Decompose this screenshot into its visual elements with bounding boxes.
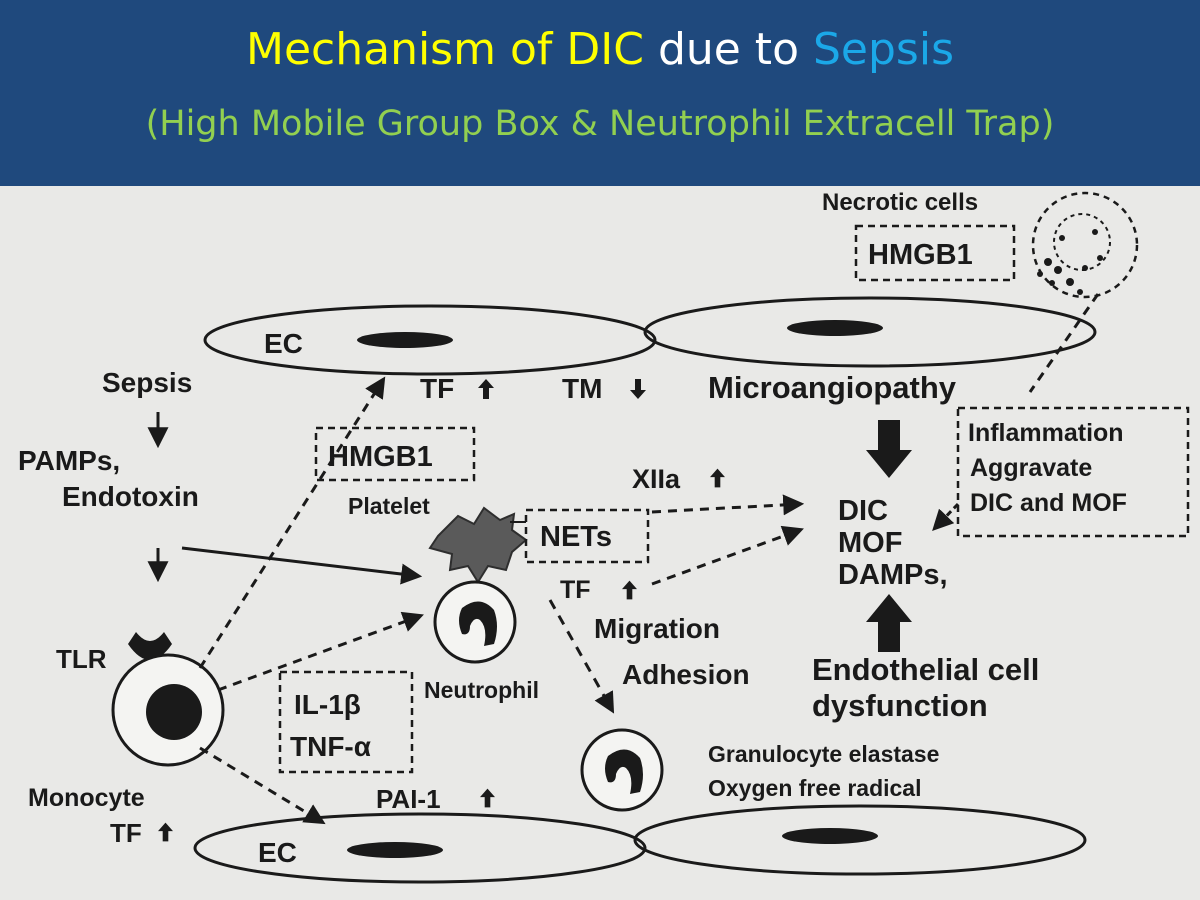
slide-title: Mechanism of DIC due to Sepsis: [0, 22, 1200, 78]
sepsis-label: Sepsis: [102, 367, 192, 398]
tnfa-label: TNF-α: [290, 731, 371, 762]
nets-box: [524, 508, 650, 564]
endothelial-cell-top-left: [203, 304, 657, 376]
adherent-neutrophil-cell: [580, 728, 664, 812]
monocyte-tf-label: TF: [110, 818, 142, 848]
mof-label: MOF: [838, 527, 902, 559]
up-arrow-icon: [622, 580, 637, 600]
migration-label: Migration: [594, 613, 720, 644]
up-arrow-icon: [710, 468, 725, 488]
tlr-label: TLR: [56, 644, 107, 674]
ec-nucleus-top-right: [787, 320, 883, 336]
xiia-label: XIIa: [632, 464, 681, 494]
cytokine-box: [278, 670, 414, 774]
dysfunction-label: dysfunction: [812, 688, 988, 723]
platelet-icon: [428, 506, 528, 584]
ec-label-top: EC: [264, 328, 303, 359]
up-arrow-icon: [158, 822, 173, 842]
endotoxin-label: Endotoxin: [62, 481, 199, 512]
hmgb1-label-top: HMGB1: [868, 239, 973, 271]
endothelial-cell-bottom-right: [633, 804, 1087, 876]
endotoxin-to-platelet-arrow: [181, 546, 423, 585]
up-arrow-icon: [478, 379, 494, 399]
necrotic-cells-label: Necrotic cells: [822, 189, 978, 216]
neutrophil-nucleus-icon: [605, 749, 643, 794]
title-banner: [0, 0, 1200, 186]
neutrophil-nucleus-icon: [459, 601, 497, 646]
diagram-canvas: EC EC Necrotic cells HMGB1 TF TM Microan…: [0, 186, 1200, 900]
adhesion-label: Adhesion: [622, 659, 750, 690]
hmgb1-label-platelet: HMGB1: [328, 441, 433, 473]
title-part-sepsis: Sepsis: [812, 24, 954, 75]
monocyte-to-ec-bottom-arrow: [199, 746, 326, 825]
endothelium-bottom: EC: [193, 804, 1087, 884]
damps-label: DAMPs,: [838, 559, 948, 591]
necrotic-cell-icon: [1031, 191, 1139, 299]
slide-subtitle: (High Mobile Group Box & Neutrophil Extr…: [145, 104, 1055, 144]
ec-label-bottom: EC: [258, 837, 297, 868]
nets-label: NETs: [540, 521, 612, 553]
endothelial-cell-bottom-left: [193, 812, 647, 884]
title-part-mechanism: Mechanism of DIC: [246, 24, 644, 75]
inflammation-box: [956, 406, 1190, 538]
title-part-due-to: due to: [657, 24, 799, 75]
neutrophil-label: Neutrophil: [424, 677, 539, 703]
tf-nets-label: TF: [560, 576, 591, 604]
monocyte-nucleus: [146, 684, 202, 740]
inflammation-to-dic-arrow: [932, 502, 960, 532]
monocyte-to-ec-top-arrow: [198, 376, 386, 669]
aggravate-label: Aggravate: [970, 454, 1092, 482]
endothelial-to-dic-arrow: [866, 594, 912, 652]
microangiopathy-label: Microangiopathy: [708, 370, 957, 405]
ec-nucleus-top-left: [357, 332, 453, 348]
tlr-receptor-icon: [128, 632, 172, 660]
pamps-label: PAMPs,: [18, 445, 120, 476]
up-arrow-icon: [480, 788, 495, 808]
platelet-label: Platelet: [348, 493, 430, 519]
tm-down-label: TM: [562, 373, 602, 404]
microangiopathy-to-dic-arrow: [866, 420, 912, 478]
hmgb1-box-platelet: [314, 426, 476, 482]
neutrophil-cell: [433, 580, 517, 664]
tf-up-label: TF: [420, 373, 454, 404]
inflammation-label: Inflammation: [968, 419, 1124, 447]
mechanism-diagram: EC EC Necrotic cells HMGB1 TF TM Microan…: [18, 189, 1190, 884]
oxygen-free-radical-label: Oxygen free radical: [708, 775, 922, 801]
pai1-label: PAI-1: [376, 784, 441, 814]
neutrophil-migration-arrow: [548, 599, 615, 714]
monocyte-label: Monocyte: [28, 784, 145, 812]
endothelial-cell-label: Endothelial cell: [812, 652, 1039, 687]
dic-and-mof-label: DIC and MOF: [970, 489, 1127, 517]
dic-label: DIC: [838, 495, 888, 527]
xiia-to-dic-arrow: [651, 494, 805, 516]
hmgb1-box-top: [854, 224, 1016, 282]
necrosis-to-inflammation-line: [1028, 293, 1100, 393]
monocyte-to-neutrophil-arrow: [217, 611, 424, 692]
granulocyte-elastase-label: Granulocyte elastase: [708, 741, 939, 767]
tf-to-dic-arrow: [651, 525, 804, 586]
ec-nucleus-bottom-left: [347, 842, 443, 858]
endothelial-cell-top-right: [643, 296, 1097, 368]
ec-nucleus-bottom-right: [782, 828, 878, 844]
down-arrow-icon: [630, 379, 646, 399]
il1b-label: IL-1β: [294, 689, 361, 720]
endothelium-top: EC: [203, 296, 1097, 376]
